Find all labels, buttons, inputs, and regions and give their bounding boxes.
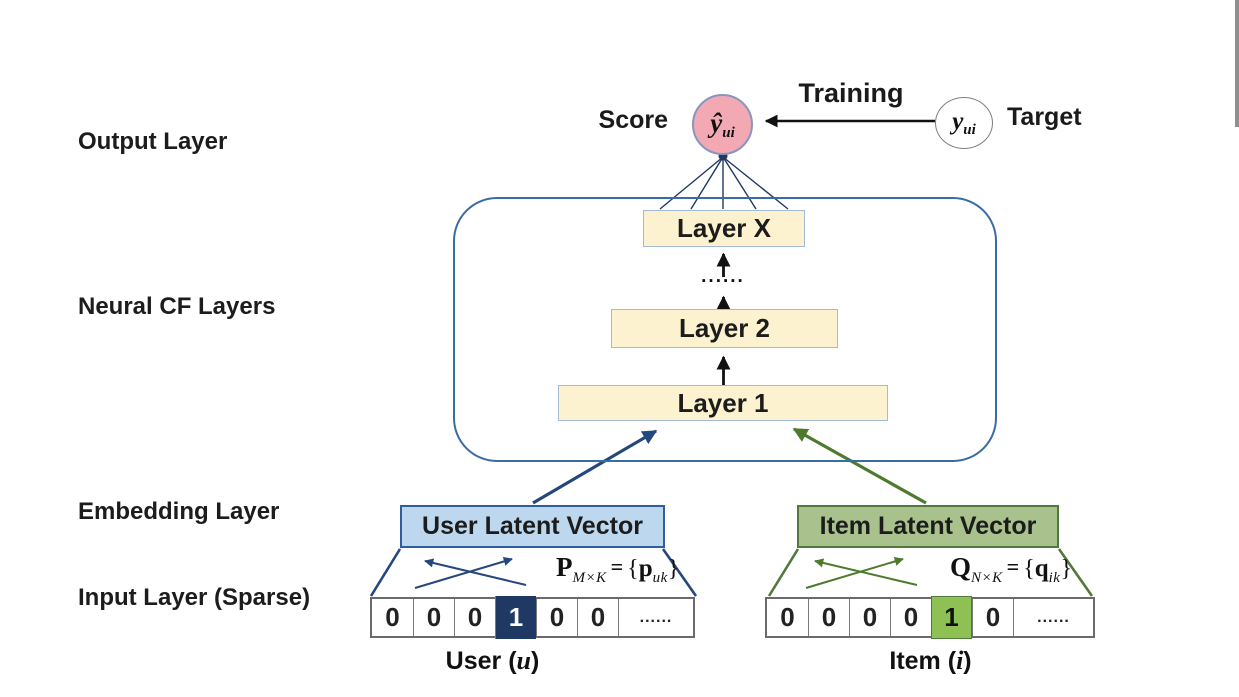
vector-cell: 0 xyxy=(972,599,1013,636)
label-neural-cf-layers: Neural CF Layers xyxy=(78,293,276,320)
scrollbar-fragment[interactable] xyxy=(1235,0,1239,127)
label-embedding-layer: Embedding Layer xyxy=(78,498,280,525)
layer-1-box: Layer 1 xyxy=(558,385,888,421)
score-label: Score xyxy=(598,106,668,134)
layer-2-box: Layer 2 xyxy=(611,309,838,348)
vector-cell: 0 xyxy=(808,599,849,636)
user-embedding-formula: PM×K={puk} xyxy=(556,552,680,586)
vector-cell: 0 xyxy=(413,599,454,636)
vector-cell: ...... xyxy=(618,599,693,636)
user-latent-vector-box: User Latent Vector xyxy=(400,505,665,548)
target-label: Target xyxy=(1007,103,1082,131)
label-input-layer-sparse: Input Layer (Sparse) xyxy=(78,584,311,611)
score-symbol: ŷui xyxy=(710,107,735,141)
vector-cell: 0 xyxy=(385,602,400,632)
item-latent-vector-box: Item Latent Vector xyxy=(797,505,1059,548)
vector-cell: 0 xyxy=(849,599,890,636)
vector-cell-active: 1 xyxy=(931,596,972,639)
vector-cell: 0 xyxy=(890,599,931,636)
target-symbol: yui xyxy=(952,107,976,138)
item-caption: Item (i) xyxy=(889,646,972,675)
vector-cell: ...... xyxy=(1013,599,1093,636)
layer-ellipsis: ...... xyxy=(701,266,745,287)
label-output-layer: Output Layer xyxy=(78,128,228,155)
neural-cf-container xyxy=(453,197,997,462)
training-label: Training xyxy=(798,78,904,108)
item-embedding-formula: QN×K={qik} xyxy=(950,552,1072,586)
vector-cell: 0 xyxy=(780,602,795,632)
vector-cell-active: 1 xyxy=(495,596,536,639)
vector-cell: 0 xyxy=(454,599,495,636)
user-lookup-arrows xyxy=(414,556,527,589)
layer-x-box: Layer X xyxy=(643,210,805,247)
item-lookup-arrows xyxy=(805,556,918,589)
vector-cell: 0 xyxy=(577,599,618,636)
user-caption: User (u) xyxy=(445,646,540,675)
score-node: ŷui xyxy=(692,94,753,155)
vector-cell: 0 xyxy=(536,599,577,636)
target-node: yui xyxy=(935,97,993,149)
